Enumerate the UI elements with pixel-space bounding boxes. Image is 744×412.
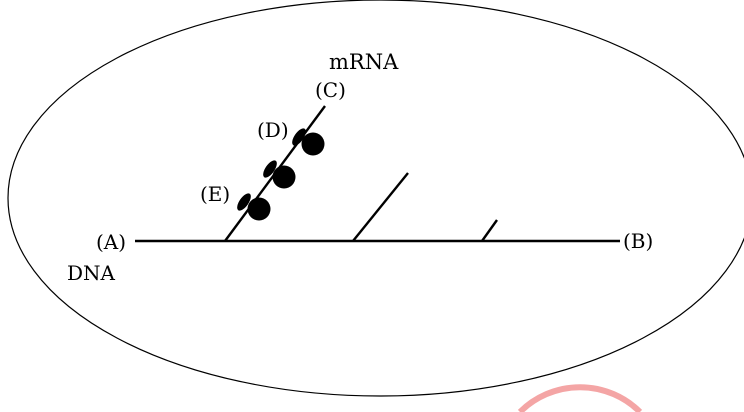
label-c: (C) xyxy=(315,78,346,102)
ribosome-large-subunit xyxy=(272,165,296,189)
ribosome-top xyxy=(292,128,325,156)
ribosome-large-subunit xyxy=(247,197,271,221)
mrna-label: mRNA xyxy=(329,50,399,74)
label-e: (E) xyxy=(200,182,231,206)
ribosome-large-subunit xyxy=(301,132,325,156)
ribosome-small-subunit xyxy=(292,128,306,146)
mrna-strand-medium xyxy=(352,172,409,242)
label-a: (A) xyxy=(96,230,127,254)
mrna-strand-short xyxy=(481,219,498,242)
watermark-arc xyxy=(517,384,643,412)
cell-boundary xyxy=(7,0,744,397)
label-b: (B) xyxy=(623,229,654,253)
ribosome-bottom xyxy=(237,193,271,221)
ribosome-small-subunit xyxy=(263,160,277,178)
ribosome-middle xyxy=(263,160,296,189)
label-d: (D) xyxy=(257,118,289,142)
dna-label: DNA xyxy=(67,261,115,285)
ribosome-small-subunit xyxy=(237,193,251,211)
